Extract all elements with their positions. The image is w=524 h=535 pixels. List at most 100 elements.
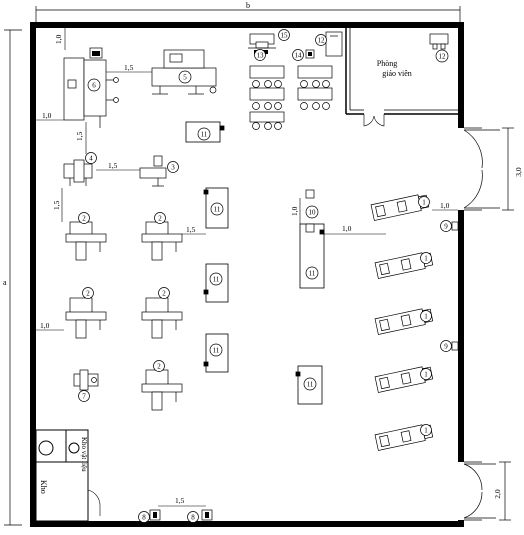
circle-2-d: [158, 287, 170, 299]
storage-room: [35, 429, 101, 522]
machine-7: [73, 369, 99, 391]
circle-3: [167, 161, 179, 173]
num-13: 13: [257, 52, 265, 60]
num-8-a: 8: [142, 514, 146, 522]
num-2-d: 2: [162, 290, 166, 298]
dim-6-4: 1,5: [75, 131, 84, 141]
num-11-d: 11: [213, 347, 220, 355]
outer-walls: [30, 22, 464, 527]
circle-11-a: [197, 127, 211, 141]
dim-left-upper: 1,0: [42, 111, 52, 120]
item-14-dark: [308, 52, 312, 56]
circle-11-d: [209, 343, 223, 357]
dim-left-lower: 1,0: [40, 321, 50, 330]
num-2-b: 2: [158, 215, 162, 223]
item-9-a-box: [451, 221, 459, 231]
circle-6: [87, 78, 101, 92]
num-9-b: 9: [444, 343, 448, 351]
num-12-desk: 12: [318, 37, 326, 45]
circle-11-e: [305, 266, 319, 280]
height-label: a: [3, 278, 7, 287]
circle-12-desk: [315, 34, 327, 46]
num-1-b: 1: [424, 255, 428, 263]
num-2-c: 2: [86, 290, 90, 298]
num-11-c: 11: [213, 276, 220, 284]
circle-8-b: [187, 511, 199, 523]
circle-2-b: [154, 212, 166, 224]
dim-6-5-label: 1,5: [124, 63, 134, 72]
num-12-teacher: 12: [439, 53, 447, 61]
item-9-b-box: [451, 341, 459, 351]
dim-2-11: 1,5: [186, 225, 196, 234]
item-10: [305, 189, 315, 233]
machine-2-a: [65, 221, 107, 261]
storage-small-label: Kho vật liệu: [80, 437, 88, 472]
machine-8-b-dark: [205, 512, 209, 518]
machine-15: [248, 33, 276, 49]
num-2-a: 2: [82, 215, 86, 223]
door-lower-dim: 2,0: [493, 489, 502, 499]
circle-1-b: [420, 252, 432, 264]
machine-2-c: [65, 297, 107, 339]
circle-14: [292, 49, 304, 61]
teacher-room-label-1: Phòng: [377, 59, 397, 68]
num-1-e: 1: [424, 427, 428, 435]
circle-11-f: [303, 377, 317, 391]
num-1-a: 1: [422, 199, 426, 207]
circle-7: [78, 390, 90, 402]
machine-3: [139, 155, 167, 187]
student-tables: [249, 65, 333, 130]
circle-9-a: [440, 220, 452, 232]
num-8-b: 8: [191, 514, 195, 522]
num-11-f: 11: [307, 381, 314, 389]
dimension-width: [35, 6, 461, 22]
teacher-room-label-2: giáo viên: [382, 69, 412, 78]
num-7: 7: [82, 393, 86, 401]
circle-11-b: [210, 202, 224, 216]
machine-1-a: [370, 194, 430, 221]
circle-2-c: [82, 287, 94, 299]
num-1-d: 1: [424, 371, 428, 379]
circle-12-teacher: [435, 49, 449, 63]
circle-10: [305, 205, 319, 219]
num-15: 15: [281, 32, 289, 40]
circle-2-a: [78, 212, 90, 224]
desk-12: [325, 31, 343, 57]
bench-11-e: [299, 223, 325, 289]
num-14: 14: [295, 52, 303, 60]
circle-1-d: [420, 368, 432, 380]
circle-2-e: [153, 360, 165, 372]
machine-2-d: [141, 297, 183, 339]
dimension-height: [4, 29, 22, 526]
num-1-c: 1: [424, 313, 428, 321]
num-11-a: 11: [201, 131, 208, 139]
circle-1-c: [420, 310, 432, 322]
dim-11-1: 1,0: [342, 224, 352, 233]
num-10: 10: [309, 209, 317, 217]
door-upper: [463, 127, 514, 211]
machine-2-e: [141, 369, 183, 411]
width-label: b: [246, 1, 250, 10]
num-2-e: 2: [157, 363, 161, 371]
num-11-e: 11: [309, 270, 316, 278]
machine-6-dark: [92, 51, 100, 56]
num-6: 6: [92, 82, 96, 90]
circle-8-a: [138, 511, 150, 523]
storage-label: Kho: [39, 480, 48, 494]
dim-top-gap: 1,0: [54, 34, 63, 44]
chair-12-teacher: [429, 33, 449, 50]
dim-4-2: 1,5: [52, 200, 61, 210]
num-11-b: 11: [214, 206, 221, 214]
door-upper-dim: 3,0: [514, 167, 523, 177]
circle-1-e: [420, 424, 432, 436]
circle-1-a: [418, 196, 430, 208]
machine-2-b: [141, 221, 183, 261]
machine-4: [63, 159, 93, 186]
circle-5: [178, 70, 192, 84]
bench-11-f: [295, 365, 323, 405]
dim-8-8: 1,5: [175, 496, 185, 505]
num-4: 4: [89, 155, 93, 163]
dim-4-3: 1,5: [108, 161, 118, 170]
num-5: 5: [183, 74, 187, 82]
num-3: 3: [171, 164, 175, 172]
